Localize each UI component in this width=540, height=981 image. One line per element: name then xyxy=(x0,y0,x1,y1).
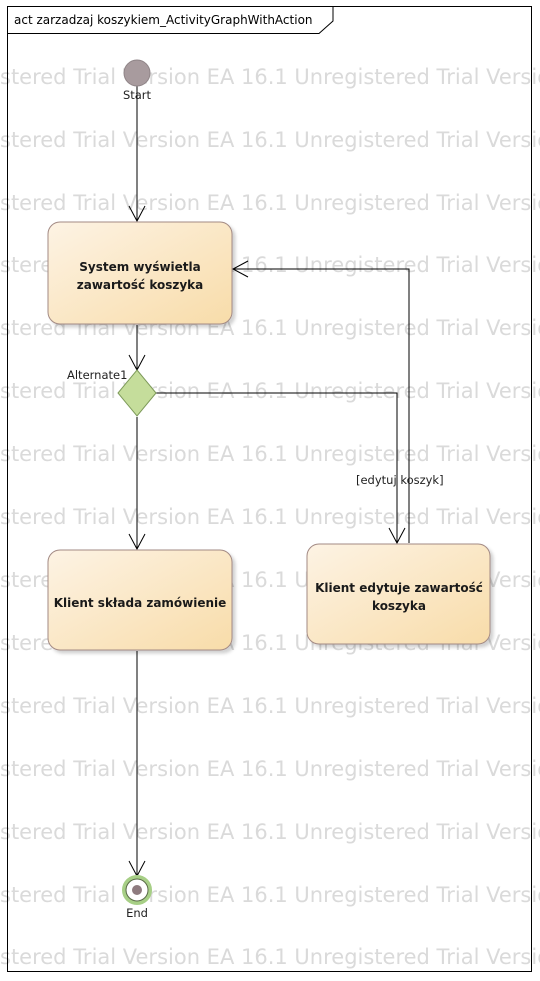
action-client-edit-cart[interactable]: Klient edytuje zawartość koszyka xyxy=(306,543,491,645)
watermark-text: stered Trial Version EA 16.1 Unregistere… xyxy=(0,694,540,718)
arrowhead xyxy=(231,260,249,278)
edge-decision-to-edit xyxy=(156,392,398,543)
action-box[interactable] xyxy=(47,549,233,651)
action-label-line2: koszyka xyxy=(372,599,426,613)
watermark-text: stered Trial Version EA 16.1 Unregistere… xyxy=(0,65,540,89)
watermark-text: stered Trial Version EA 16.1 Unregistere… xyxy=(0,945,540,969)
decision-label: Alternate1 xyxy=(67,368,127,382)
watermark-text: stered Trial Version EA 16.1 Unregistere… xyxy=(0,883,540,907)
action-label-line2: zawartość koszyka xyxy=(77,278,204,292)
arrowhead xyxy=(128,533,146,551)
action-label: Klient składa zamówienie xyxy=(54,596,227,610)
watermark-text: stered Trial Version EA 16.1 Unregistere… xyxy=(0,128,540,152)
watermark-layer: stered Trial Version EA 16.1 Unregistere… xyxy=(0,65,540,969)
decision-node[interactable] xyxy=(117,369,157,417)
edge-edit-to-system xyxy=(233,268,410,543)
action-label-line1: System wyświetla xyxy=(79,260,201,274)
arrowhead xyxy=(128,205,146,223)
arrowhead xyxy=(388,527,406,545)
frame-title-tab xyxy=(7,6,334,34)
watermark-text: stered Trial Version EA 16.1 Unregistere… xyxy=(0,820,540,844)
end-node-outline xyxy=(125,878,149,902)
end-node-core xyxy=(132,885,142,895)
frame-title: act zarzadzaj koszykiem_ActivityGraphWit… xyxy=(14,13,313,27)
guard-label: [edytuj koszyk] xyxy=(356,473,444,487)
start-node[interactable] xyxy=(123,59,151,87)
action-box[interactable] xyxy=(47,221,233,325)
action-label-line1: Klient edytuje zawartość xyxy=(315,581,483,595)
action-system-display-cart[interactable]: System wyświetla zawartość koszyka xyxy=(47,221,233,325)
action-box[interactable] xyxy=(306,543,491,645)
watermark-text: stered Trial Version EA 16.1 Unregistere… xyxy=(0,757,540,781)
watermark-text: stered Trial Version EA 16.1 Unregistere… xyxy=(0,505,540,529)
edges xyxy=(128,86,410,878)
watermark-text: stered Trial Version EA 16.1 Unregistere… xyxy=(0,379,540,403)
start-label: Start xyxy=(123,88,152,102)
end-label: End xyxy=(126,906,148,920)
action-client-place-order[interactable]: Klient składa zamówienie xyxy=(47,549,233,651)
watermark-text: stered Trial Version EA 16.1 Unregistere… xyxy=(0,442,540,466)
diagram-frame-border xyxy=(7,6,532,972)
watermark-text: stered Trial Version EA 16.1 Unregistere… xyxy=(0,191,540,215)
